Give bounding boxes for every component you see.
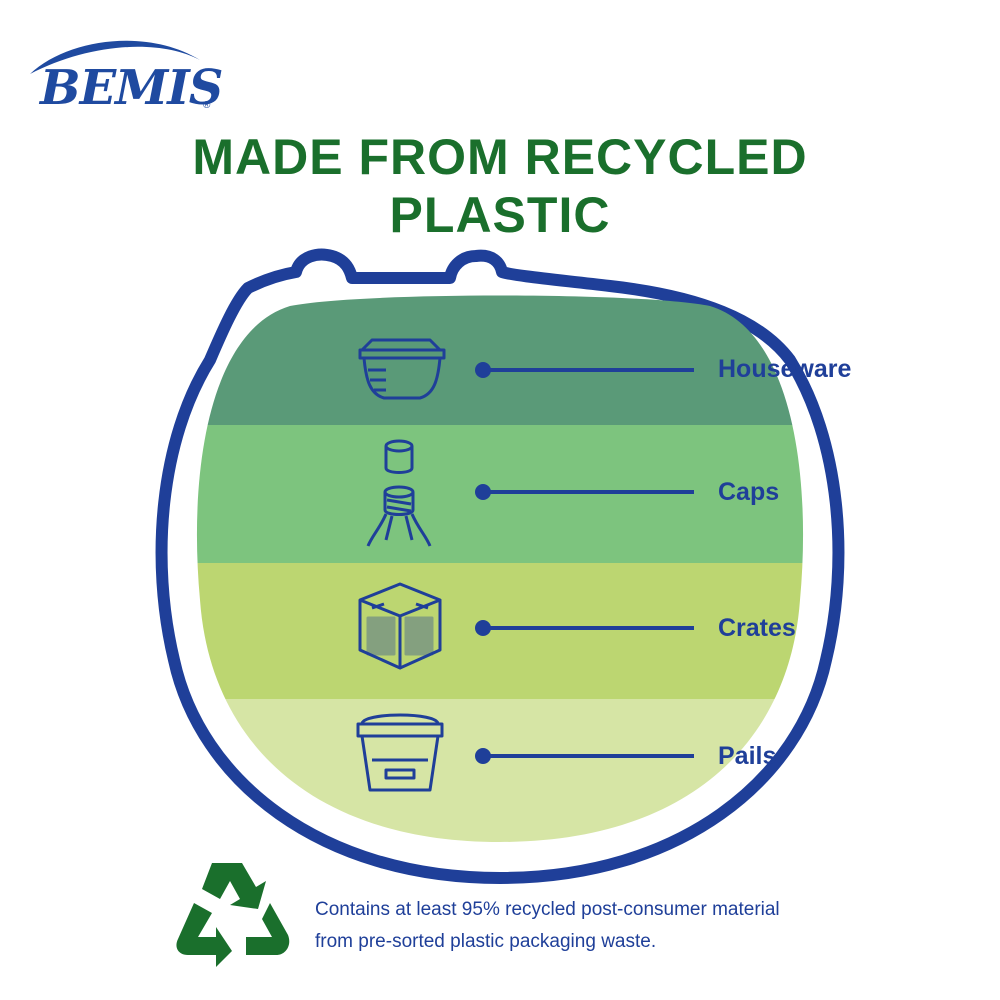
footer-note: Contains at least 95% recycled post-cons…	[315, 894, 780, 958]
footer-line1: Contains at least 95% recycled post-cons…	[315, 899, 780, 920]
pail-icon	[356, 713, 444, 792]
band-crates	[196, 563, 804, 699]
crate-icon	[358, 582, 442, 670]
bemis-logo: BEMIS	[40, 60, 223, 116]
seat-outline	[155, 248, 845, 884]
label-crates: Crates	[718, 614, 796, 642]
trademark-mark: ®	[203, 100, 211, 111]
bemis-logo-swoosh	[30, 40, 200, 74]
band-houseware	[196, 295, 804, 425]
label-caps: Caps	[718, 478, 780, 506]
bottle-cap-icon	[366, 439, 432, 547]
connector-pails	[475, 748, 694, 764]
recycle-icon	[176, 863, 290, 967]
label-houseware: Houseware	[718, 355, 852, 383]
page-title-line2: PLASTIC	[389, 187, 611, 243]
band-pails	[196, 699, 804, 842]
connector-crates	[475, 620, 694, 636]
footer-line2: from pre-sorted plastic packaging waste.	[315, 931, 657, 952]
page-title-line1: MADE FROM RECYCLED	[192, 129, 808, 185]
connector-houseware	[475, 362, 694, 378]
label-pails: Pails	[718, 742, 777, 770]
houseware-container-icon	[358, 338, 446, 400]
connector-caps	[475, 484, 694, 500]
